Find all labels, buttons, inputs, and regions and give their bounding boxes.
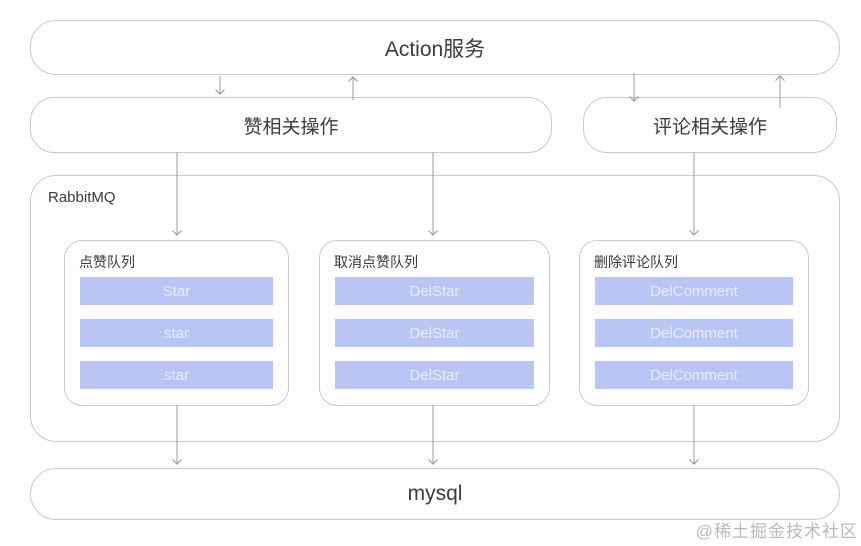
action-service-label: Action服务: [384, 37, 486, 61]
queue-message: star: [80, 361, 273, 389]
delete-comment-queue-node: 删除评论队列 DelComment DelComment DelComment: [579, 240, 809, 406]
queue-message: Star: [80, 277, 273, 305]
queue-message: DelComment: [595, 277, 793, 305]
queue-message: star: [80, 319, 273, 347]
like-operations-label: 赞相关操作: [243, 116, 339, 138]
comment-operations-label: 评论相关操作: [652, 116, 767, 138]
queue-message: DelStar: [335, 361, 534, 389]
delete-comment-queue-title: 删除评论队列: [594, 254, 678, 270]
like-queue-title: 点赞队列: [79, 254, 135, 270]
action-service-node: Action服务: [30, 20, 840, 75]
mysql-node: mysql: [30, 468, 840, 520]
unlike-queue-items: DelStar DelStar DelStar: [335, 277, 534, 389]
queue-message: DelComment: [595, 319, 793, 347]
queue-message: DelStar: [335, 319, 534, 347]
unlike-queue-title: 取消点赞队列: [334, 254, 418, 270]
queue-message: DelComment: [595, 361, 793, 389]
comment-operations-node: 评论相关操作: [583, 97, 837, 153]
like-queue-node: 点赞队列 Star star star: [64, 240, 289, 406]
queue-message: DelStar: [335, 277, 534, 305]
watermark: @稀土掘金技术社区: [695, 522, 858, 541]
rabbitmq-container: RabbitMQ 点赞队列 Star star star 取消点赞队列 DelS…: [30, 175, 840, 442]
mysql-label: mysql: [407, 482, 463, 505]
delete-comment-queue-items: DelComment DelComment DelComment: [595, 277, 793, 389]
unlike-queue-node: 取消点赞队列 DelStar DelStar DelStar: [319, 240, 550, 406]
like-queue-items: Star star star: [80, 277, 273, 389]
like-operations-node: 赞相关操作: [30, 97, 552, 153]
rabbitmq-label: RabbitMQ: [48, 189, 116, 206]
